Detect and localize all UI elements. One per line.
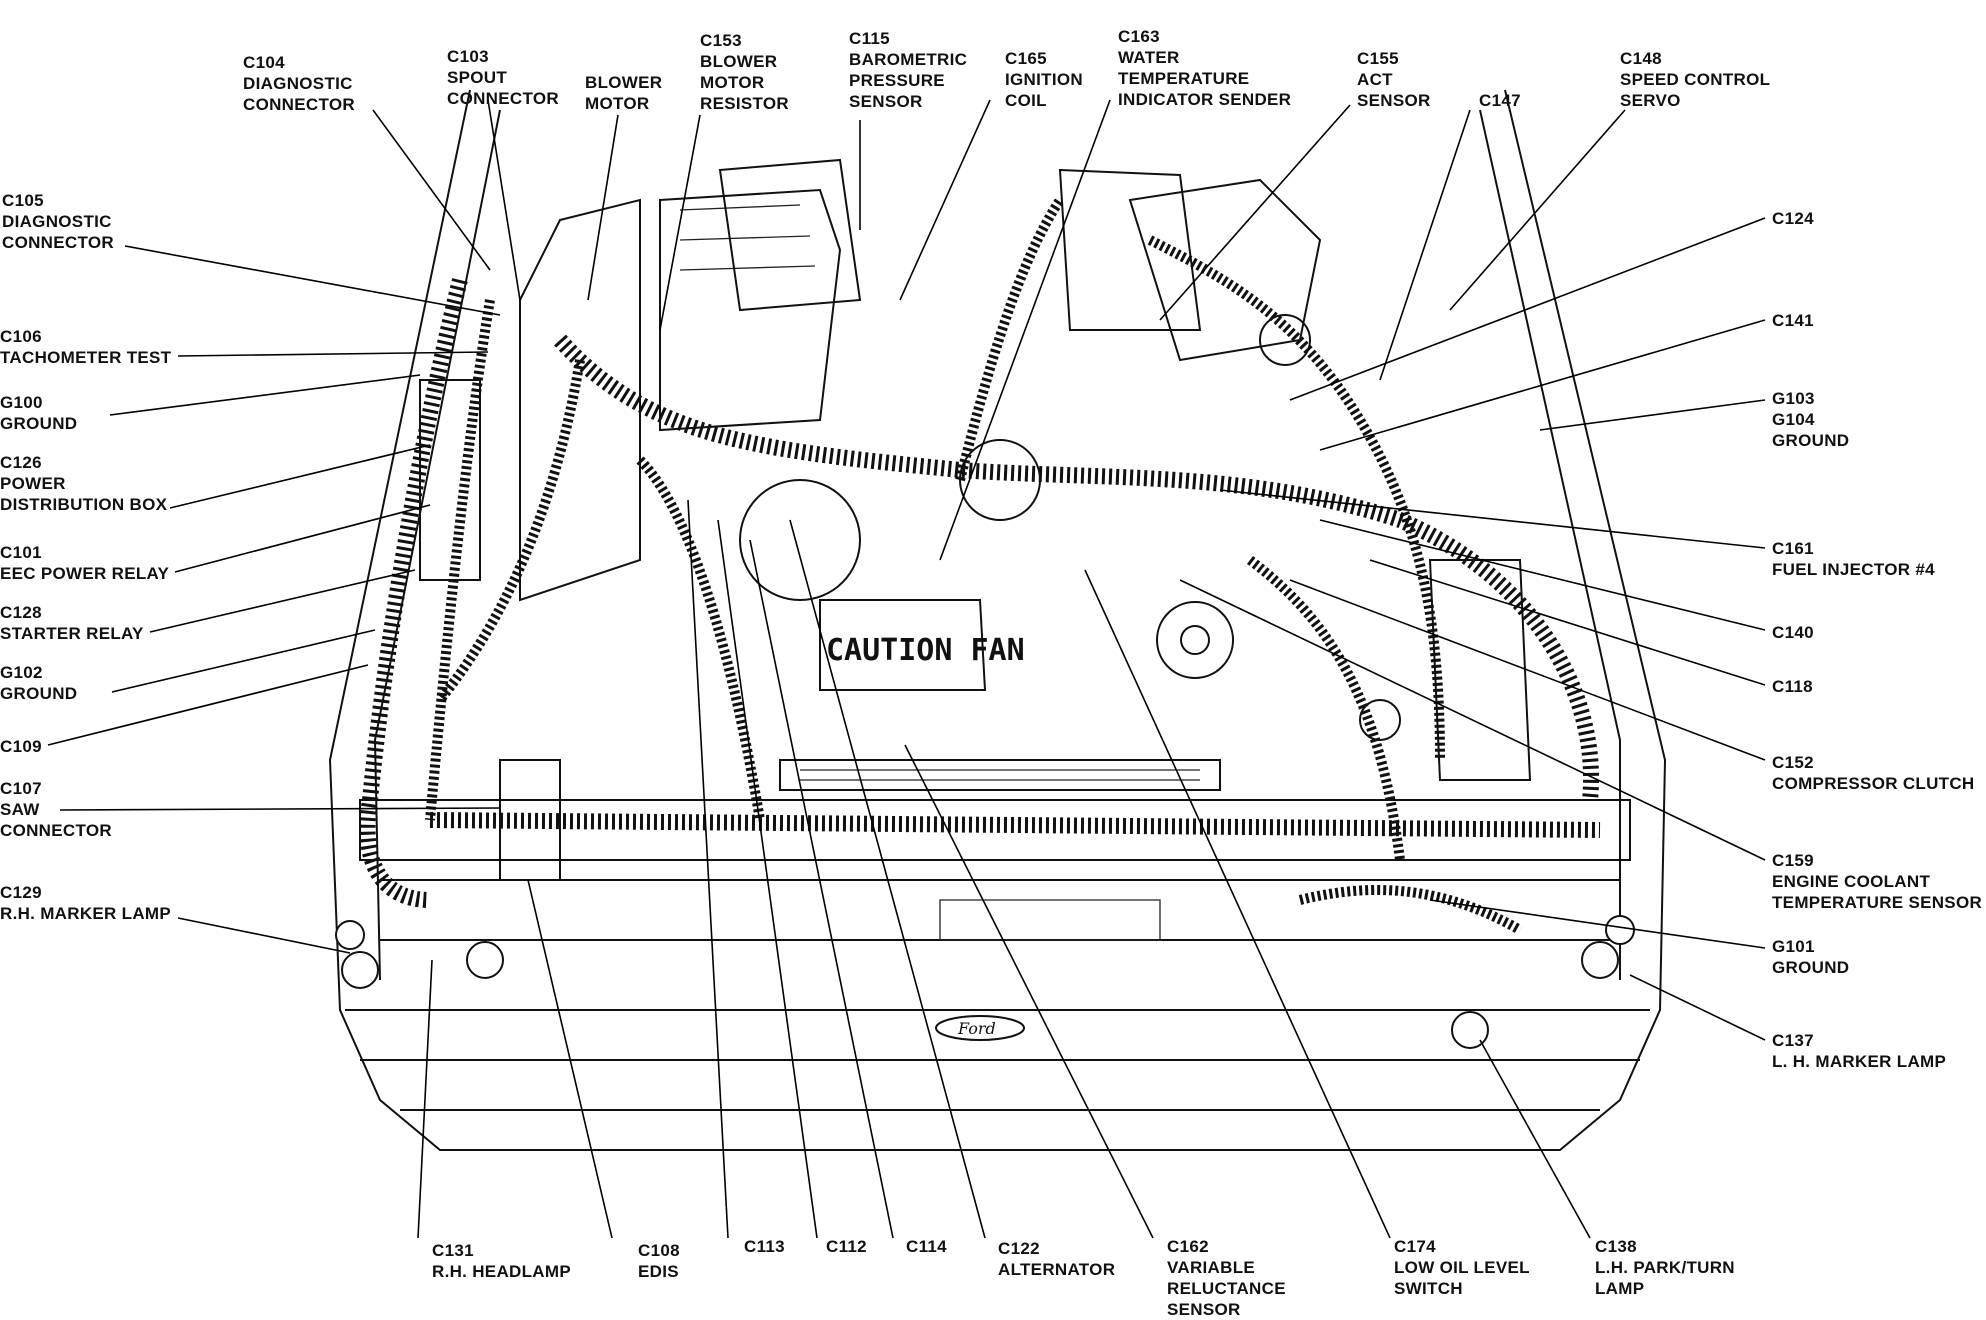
label-c141: C141 — [1772, 311, 1814, 330]
leader-c153 — [659, 114, 701, 331]
caution-fan-plate: CAUTION FAN — [826, 633, 1025, 668]
leader-c112 — [717, 519, 818, 1239]
leader-g100 — [109, 374, 421, 416]
leader-c138 — [1479, 1039, 1591, 1239]
leader-lines — [47, 99, 1766, 1239]
label-c109: C109 — [0, 737, 42, 756]
leader-c101 — [174, 504, 431, 573]
ford-emblem: Ford — [957, 1019, 996, 1038]
leader-g103 — [1539, 399, 1766, 431]
leader-c126 — [169, 444, 431, 509]
leader-c137 — [1629, 974, 1766, 1041]
leader-c128 — [149, 569, 416, 633]
label-c114: C114 — [906, 1237, 947, 1256]
leader-c155 — [1159, 104, 1351, 321]
leader-c105 — [124, 245, 501, 316]
leader-g102 — [111, 629, 376, 693]
leader-c147 — [1379, 109, 1471, 381]
leader-c118 — [1369, 559, 1766, 686]
leader-blower — [587, 114, 619, 301]
leader-c141 — [1319, 319, 1766, 451]
engine-compartment-drawing: Ford CAUTION FAN — [328, 89, 1667, 1151]
leader-c159 — [1179, 579, 1766, 861]
label-c118: C118 — [1772, 677, 1813, 696]
leader-c114 — [749, 539, 894, 1239]
label-c124: C124 — [1772, 209, 1814, 228]
leader-c124 — [1289, 217, 1766, 401]
leader-c109 — [47, 664, 369, 746]
leader-c113 — [687, 499, 729, 1239]
leader-c161 — [1219, 489, 1766, 549]
label-c147: C147 — [1479, 91, 1521, 110]
leader-c165 — [899, 99, 991, 301]
label-c113: C113 — [744, 1237, 785, 1256]
leader-c108 — [527, 879, 613, 1239]
leader-c122 — [789, 519, 986, 1239]
leader-c152r — [1289, 579, 1766, 761]
leader-c131 — [417, 959, 433, 1239]
label-c112: C112 — [826, 1237, 867, 1256]
leader-c162 — [904, 744, 1154, 1239]
leader-c174 — [1084, 569, 1391, 1239]
leader-g101 — [1429, 899, 1766, 949]
leader-c103 — [487, 99, 521, 301]
leader-c129 — [177, 917, 351, 954]
leader-c140 — [1319, 519, 1766, 631]
leader-c106 — [177, 351, 489, 357]
label-c140: C140 — [1772, 623, 1814, 642]
leader-c163 — [939, 99, 1111, 561]
leader-c107 — [59, 807, 501, 811]
wiring-harnesses — [359, 197, 1601, 935]
leader-c148 — [1449, 109, 1626, 311]
leader-c104 — [372, 109, 491, 271]
